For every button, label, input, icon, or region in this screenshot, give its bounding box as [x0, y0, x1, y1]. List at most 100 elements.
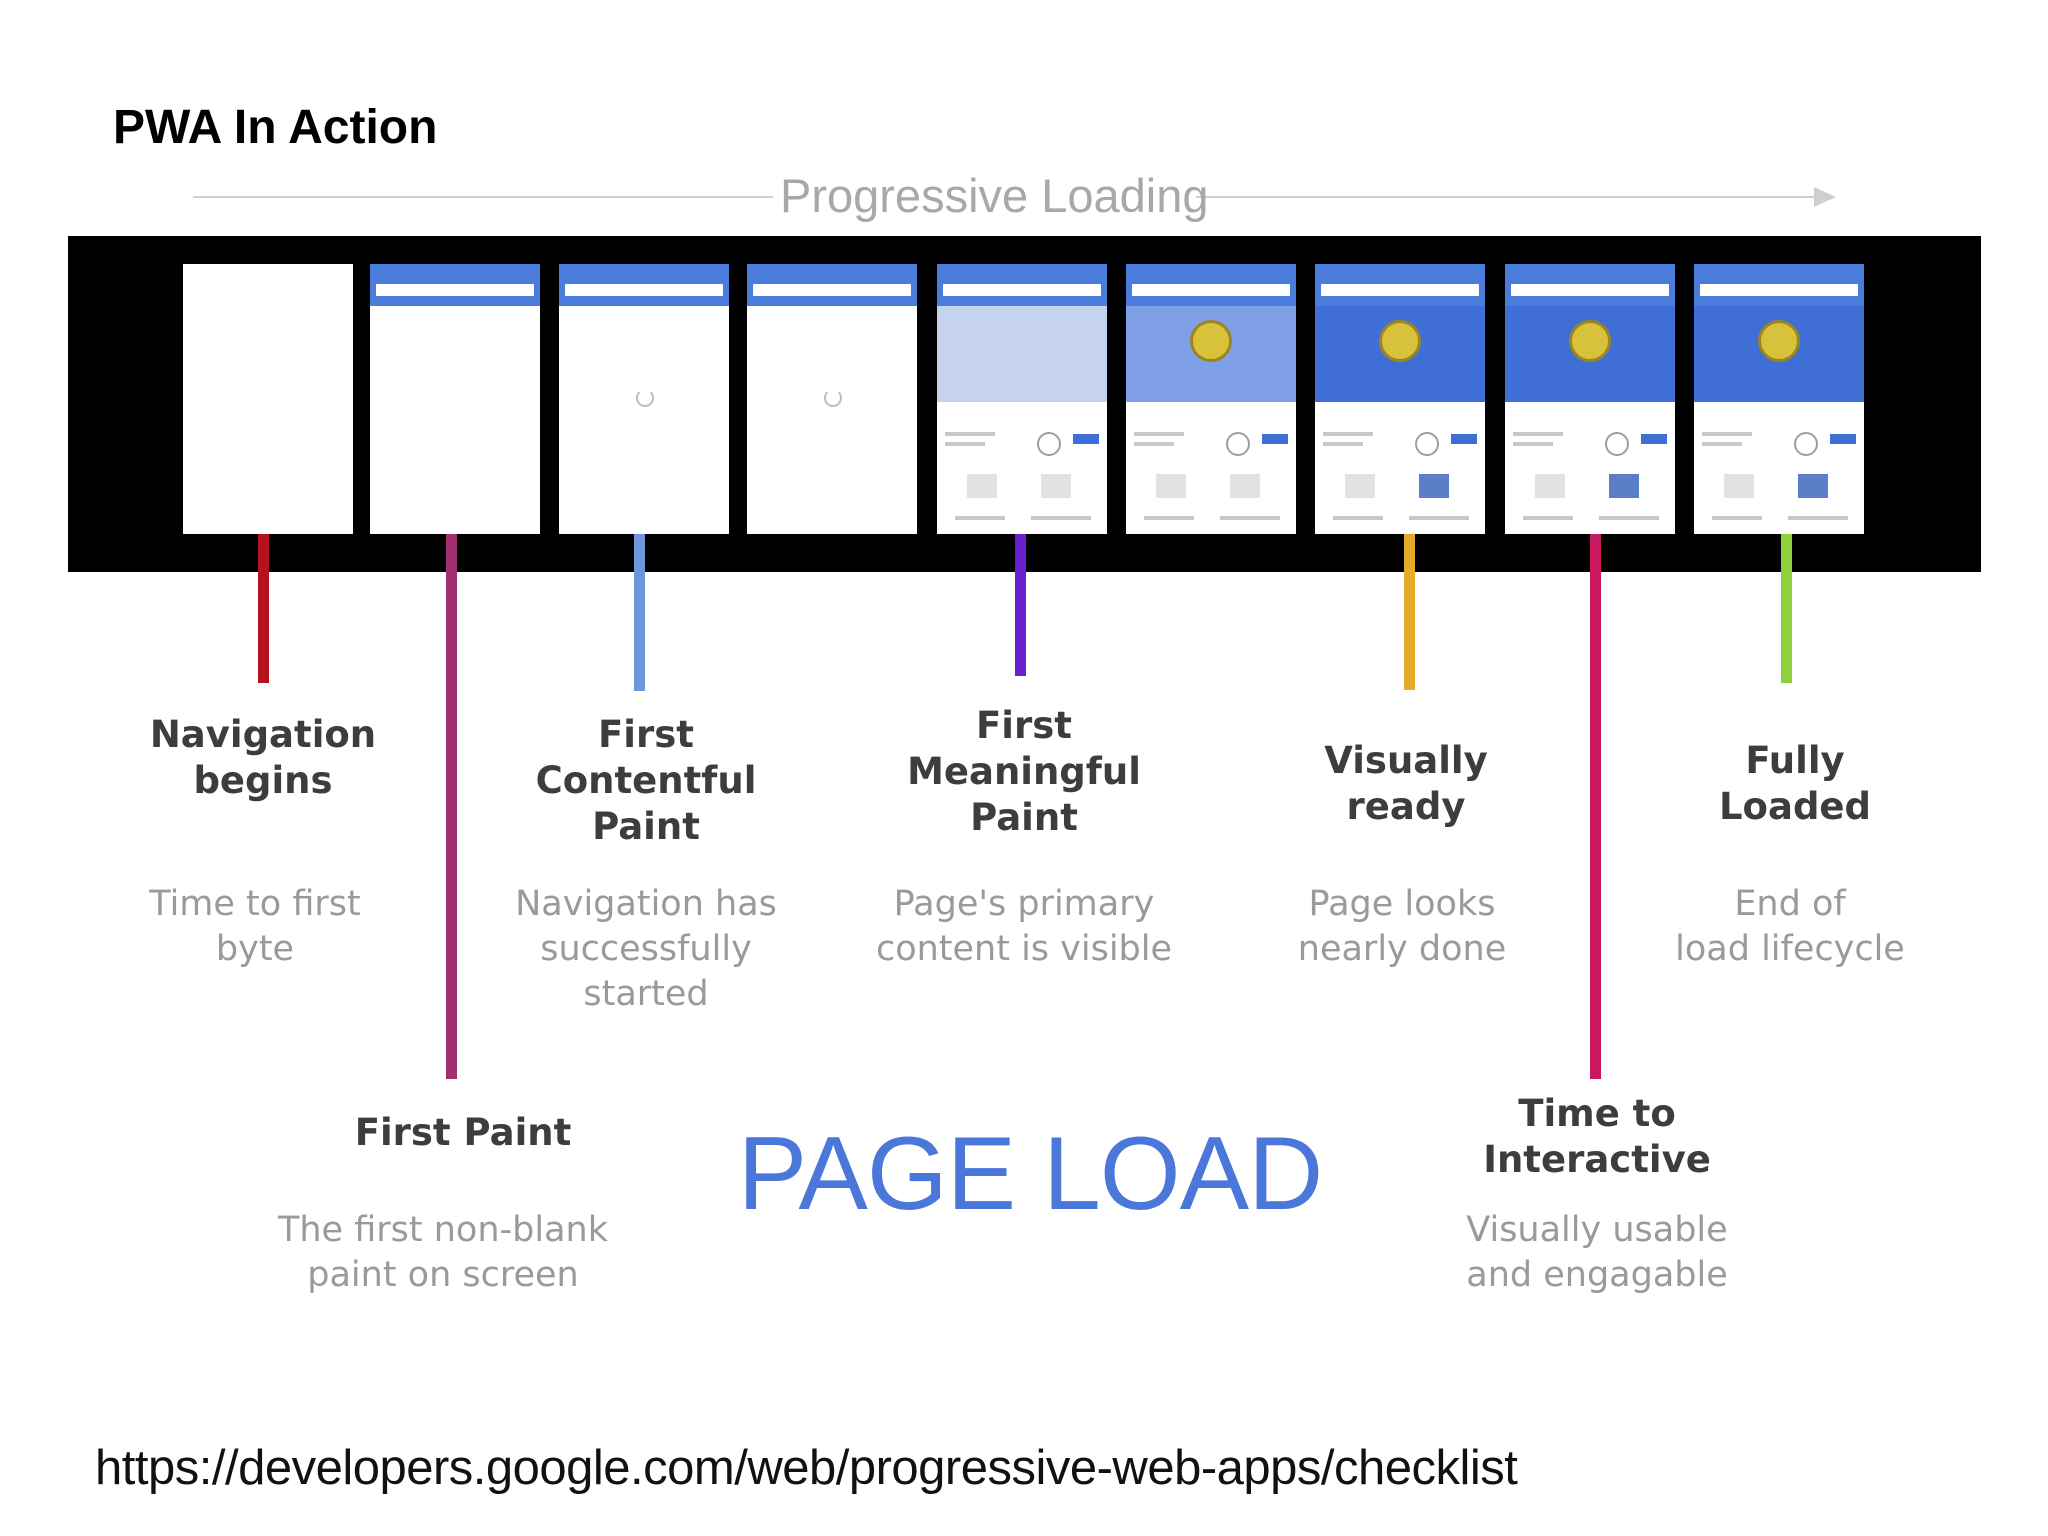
milestone-description-line: nearly done [1297, 929, 1507, 969]
milestone-label-line: Paint [970, 796, 1078, 839]
timeline-line-left [193, 196, 773, 198]
spinner-icon [636, 389, 654, 407]
milestone-description-line: Page looks [1308, 884, 1496, 924]
milestone-label-line: Paint [592, 805, 700, 848]
product-image-icon [1535, 474, 1565, 498]
frame-text-line [1134, 442, 1174, 446]
milestone-marker [446, 534, 457, 1079]
frame-button [1641, 434, 1667, 444]
product-image-icon [1609, 474, 1639, 498]
clock-icon [1605, 432, 1629, 456]
milestone-label-line: Visually [1324, 739, 1488, 782]
milestone-label-line: First [598, 713, 694, 756]
milestone-description-line: paint on screen [307, 1255, 579, 1295]
frame-text-line [1788, 516, 1848, 520]
milestone-description-line: started [583, 974, 709, 1014]
frame-text-line [1513, 432, 1563, 436]
film-frame [937, 264, 1107, 534]
milestone-marker [1590, 534, 1601, 1079]
frame-search-box [1132, 284, 1290, 296]
milestone-description-line: content is visible [875, 929, 1173, 969]
film-frame [370, 264, 540, 534]
sale-seal-icon [1379, 320, 1421, 362]
milestone-marker [1781, 534, 1792, 683]
clock-icon [1794, 432, 1818, 456]
film-frame [1126, 264, 1296, 534]
frame-button [1073, 434, 1099, 444]
slide-title: PWA In Action [113, 101, 438, 154]
frame-text-line [945, 432, 995, 436]
clock-icon [1037, 432, 1061, 456]
milestone-description-line: load lifecycle [1675, 929, 1905, 969]
milestone-marker [1015, 534, 1026, 676]
frame-search-box [753, 284, 911, 296]
milestone-marker [258, 534, 269, 683]
frame-text-line [945, 442, 985, 446]
milestone-description-line: End of [1734, 884, 1846, 924]
frame-search-box [1321, 284, 1479, 296]
milestone-description-line: Navigation has [515, 884, 777, 924]
film-frame [1505, 264, 1675, 534]
milestone-description: Page looks nearly done [1202, 882, 1602, 972]
product-image-icon [1041, 474, 1071, 498]
frame-search-box [565, 284, 723, 296]
frame-text-line [1712, 516, 1762, 520]
milestone-label-line: First Paint [354, 1111, 572, 1154]
milestone-description: Navigation has successfully started [446, 882, 846, 1017]
frame-banner [937, 306, 1107, 402]
milestone-label-line: Meaningful [907, 750, 1141, 793]
frame-text-line [1702, 432, 1752, 436]
milestone-description-line: Visually usable [1466, 1210, 1728, 1250]
sale-seal-icon [1758, 320, 1800, 362]
frame-text-line [1523, 516, 1573, 520]
frame-button [1830, 434, 1856, 444]
milestone-label-line: Interactive [1483, 1138, 1711, 1181]
timeline-line-right [1196, 196, 1816, 198]
source-url: https://developers.google.com/web/progre… [95, 1441, 1518, 1495]
film-frame [1315, 264, 1485, 534]
frame-button [1451, 434, 1477, 444]
spinner-icon [824, 389, 842, 407]
sale-seal-icon [1569, 320, 1611, 362]
film-frame [183, 264, 353, 534]
frame-text-line [955, 516, 1005, 520]
frame-text-line [1599, 516, 1659, 520]
milestone-description-line: The first non-blank [278, 1210, 608, 1250]
milestone-label-line: Time to [1518, 1092, 1676, 1135]
milestone-marker [1404, 534, 1415, 690]
product-image-icon [967, 474, 997, 498]
milestone-label-line: Fully [1745, 739, 1845, 782]
film-frame [747, 264, 917, 534]
film-frame [1694, 264, 1864, 534]
milestone-label-line: First [976, 704, 1072, 747]
frame-text-line [1220, 516, 1280, 520]
page-load-title: PAGE LOAD [737, 1116, 1323, 1232]
frame-text-line [1513, 442, 1553, 446]
product-image-icon [1724, 474, 1754, 498]
clock-icon [1226, 432, 1250, 456]
milestone-label: First Paint [263, 1110, 663, 1156]
frame-text-line [1144, 516, 1194, 520]
frame-text-line [1323, 432, 1373, 436]
frame-search-box [1511, 284, 1669, 296]
frame-text-line [1134, 432, 1184, 436]
milestone-label-line: begins [193, 759, 333, 802]
product-image-icon [1156, 474, 1186, 498]
milestone-label-line: ready [1346, 785, 1466, 828]
frame-search-box [943, 284, 1101, 296]
product-image-icon [1345, 474, 1375, 498]
sale-seal-icon [1190, 320, 1232, 362]
milestone-description-line: byte [215, 929, 295, 969]
milestone-description-line: successfully [540, 929, 752, 969]
frame-search-box [1700, 284, 1858, 296]
milestone-label-line: Navigation [149, 713, 377, 756]
frame-text-line [1702, 442, 1742, 446]
milestone-description-line: and engagable [1466, 1255, 1728, 1295]
